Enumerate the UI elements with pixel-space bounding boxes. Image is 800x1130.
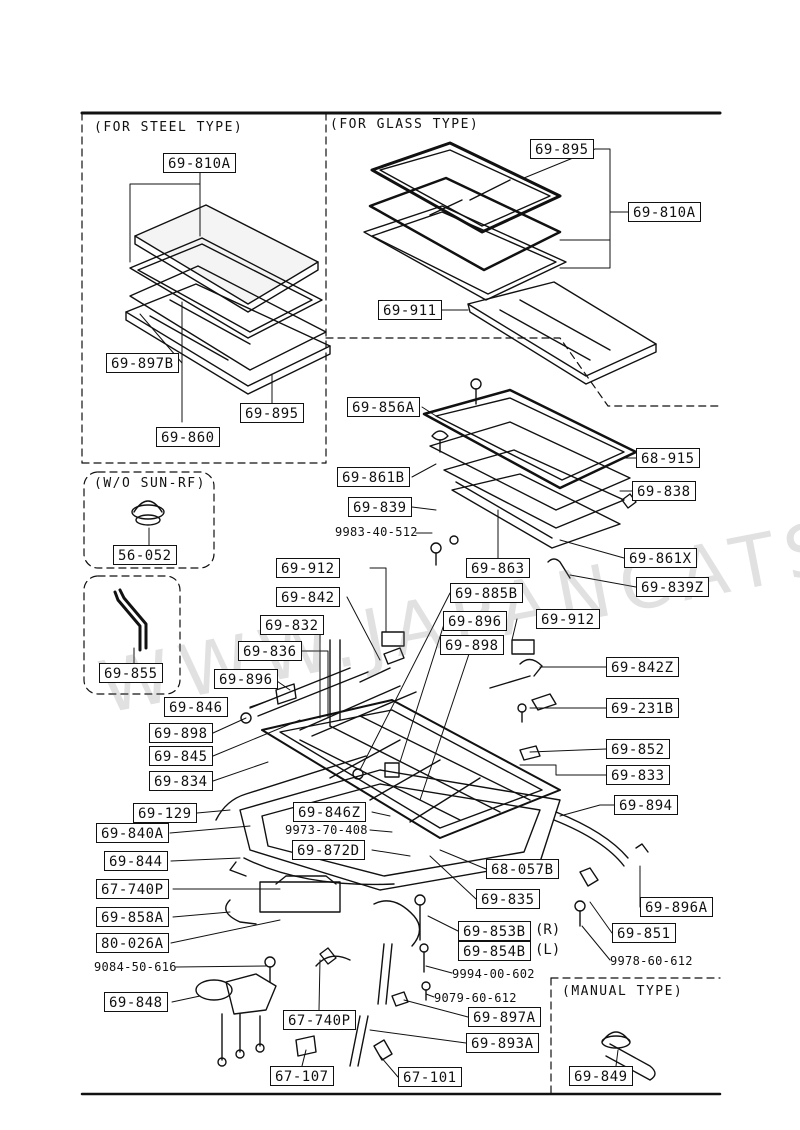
- part-label-69-844[interactable]: 69-844: [104, 851, 168, 871]
- part-label-69-836[interactable]: 69-836: [238, 641, 302, 661]
- part-label-69-835[interactable]: 69-835: [476, 889, 540, 909]
- part-label-69-832[interactable]: 69-832: [260, 615, 324, 635]
- leader-lines: [129, 148, 641, 1078]
- part-label-69-912-a[interactable]: 69-912: [276, 558, 340, 578]
- part-label-69-858A[interactable]: 69-858A: [96, 907, 169, 927]
- glass-type-header: (FOR GLASS TYPE): [330, 117, 480, 132]
- part-label-69-848[interactable]: 69-848: [104, 992, 168, 1012]
- section-dividers: [81, 112, 721, 1095]
- part-label-69-846[interactable]: 69-846: [164, 697, 228, 717]
- part-side-left: (L): [535, 942, 561, 958]
- part-label-69-838[interactable]: 69-838: [632, 481, 696, 501]
- part-label-69-896A[interactable]: 69-896A: [640, 897, 713, 917]
- part-label-69-842[interactable]: 69-842: [276, 587, 340, 607]
- part-label-69-856A[interactable]: 69-856A: [347, 397, 420, 417]
- bracket-drawing: [113, 588, 148, 652]
- part-label-69-863[interactable]: 69-863: [466, 558, 530, 578]
- part-label-69-833[interactable]: 69-833: [606, 765, 670, 785]
- part-label-69-895-glass[interactable]: 69-895: [530, 139, 594, 159]
- part-label-69-861B[interactable]: 69-861B: [337, 467, 410, 487]
- part-label-69-854B[interactable]: 69-854B: [458, 941, 531, 961]
- part-label-9973-70-408[interactable]: 9973-70-408: [285, 823, 368, 837]
- without-sunroof-header: (W/O SUN-RF): [94, 476, 206, 491]
- part-label-69-895-steel[interactable]: 69-895: [240, 403, 304, 423]
- part-label-67-740P-a[interactable]: 67-740P: [96, 879, 169, 899]
- part-label-69-861X[interactable]: 69-861X: [624, 548, 697, 568]
- part-label-9978-60-612[interactable]: 9978-60-612: [610, 954, 693, 968]
- steel-type-header: (FOR STEEL TYPE): [94, 120, 244, 135]
- part-label-69-855[interactable]: 69-855: [99, 663, 163, 683]
- part-label-67-107[interactable]: 67-107: [270, 1066, 334, 1086]
- motor-drawing: [195, 973, 277, 1067]
- glass-panel-drawing: [363, 141, 657, 385]
- part-label-69-897B[interactable]: 69-897B: [106, 353, 179, 373]
- housing-drawing: [215, 631, 649, 1067]
- part-label-69-896-b[interactable]: 69-896: [214, 669, 278, 689]
- part-label-69-842Z[interactable]: 69-842Z: [606, 657, 679, 677]
- part-label-69-845[interactable]: 69-845: [149, 746, 213, 766]
- part-label-69-897A[interactable]: 69-897A: [468, 1007, 541, 1027]
- part-label-69-893A[interactable]: 69-893A: [466, 1033, 539, 1053]
- part-label-69-849[interactable]: 69-849: [569, 1066, 633, 1086]
- manual-handle-drawing: [601, 1031, 656, 1081]
- part-label-68-915[interactable]: 68-915: [636, 448, 700, 468]
- part-label-69-810A-glass[interactable]: 69-810A: [628, 202, 701, 222]
- part-label-9084-50-616[interactable]: 9084-50-616: [94, 960, 177, 974]
- part-label-69-852[interactable]: 69-852: [606, 739, 670, 759]
- part-label-69-839[interactable]: 69-839: [348, 497, 412, 517]
- part-label-69-894[interactable]: 69-894: [614, 795, 678, 815]
- part-label-9983-40-512[interactable]: 9983-40-512: [335, 525, 418, 539]
- grommet-drawing: [131, 500, 165, 526]
- part-label-69-851[interactable]: 69-851: [612, 923, 676, 943]
- part-label-80-026A[interactable]: 80-026A: [96, 933, 169, 953]
- manual-type-header: (MANUAL TYPE): [562, 984, 684, 999]
- part-label-9079-60-612[interactable]: 9079-60-612: [434, 991, 517, 1005]
- part-label-69-129[interactable]: 69-129: [133, 803, 197, 823]
- part-label-67-101[interactable]: 67-101: [398, 1067, 462, 1087]
- part-label-69-840A[interactable]: 69-840A: [96, 823, 169, 843]
- part-label-67-740P-b[interactable]: 67-740P: [283, 1010, 356, 1030]
- part-label-69-912-b[interactable]: 69-912: [536, 609, 600, 629]
- part-label-69-898-a[interactable]: 69-898: [440, 635, 504, 655]
- part-label-69-853B[interactable]: 69-853B: [458, 921, 531, 941]
- part-label-69-911[interactable]: 69-911: [378, 300, 442, 320]
- part-label-69-839Z[interactable]: 69-839Z: [636, 577, 709, 597]
- part-label-69-885B[interactable]: 69-885B: [450, 583, 523, 603]
- steel-panel-drawing: [125, 204, 331, 395]
- part-side-right: (R): [535, 922, 561, 938]
- part-label-69-872D[interactable]: 69-872D: [292, 840, 365, 860]
- part-label-69-810A-steel[interactable]: 69-810A: [163, 153, 236, 173]
- part-label-68-057B[interactable]: 68-057B: [486, 859, 559, 879]
- part-label-69-896-a[interactable]: 69-896: [443, 611, 507, 631]
- part-label-56-052[interactable]: 56-052: [113, 545, 177, 565]
- part-label-69-834[interactable]: 69-834: [149, 771, 213, 791]
- part-label-69-898-b[interactable]: 69-898: [149, 723, 213, 743]
- part-label-9994-00-602[interactable]: 9994-00-602: [452, 967, 535, 981]
- part-label-69-846Z[interactable]: 69-846Z: [293, 802, 366, 822]
- part-label-69-231B[interactable]: 69-231B: [606, 698, 679, 718]
- part-label-69-860[interactable]: 69-860: [156, 427, 220, 447]
